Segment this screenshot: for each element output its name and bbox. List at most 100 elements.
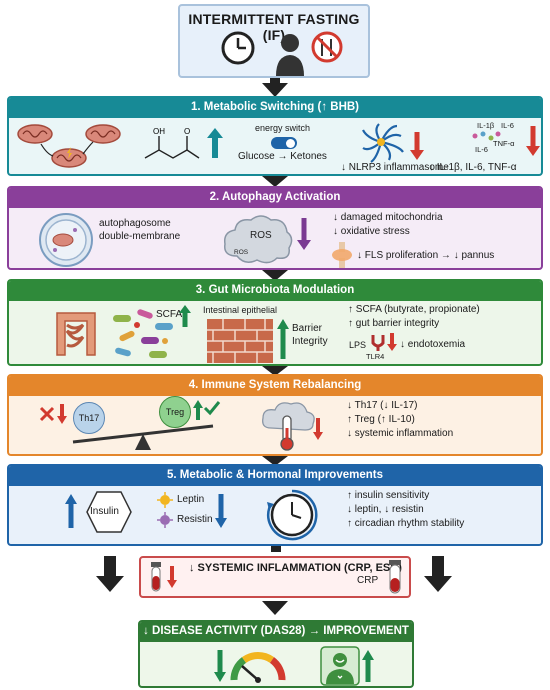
systemic-inflammation-box: ↓ SYSTEMIC INFLAMMATION (CRP, ESR) CRP xyxy=(139,556,411,598)
side-arrow-down-icon xyxy=(424,556,452,592)
down-arrow-icon xyxy=(215,494,227,528)
treg-cell: Treg xyxy=(159,396,191,428)
tlr4-label: TLR4 xyxy=(366,352,385,361)
down-arrow-icon xyxy=(313,418,323,440)
insulin-hexagon-icon xyxy=(86,491,132,533)
cytokine-dots-icon xyxy=(472,131,501,141)
oh-label: OH xyxy=(153,127,165,136)
down-arrow-icon xyxy=(214,650,226,682)
circadian-clock-icon xyxy=(267,489,318,541)
ros-label: ROS xyxy=(250,230,272,241)
up-arrow-icon xyxy=(193,400,203,420)
no-food-icon xyxy=(311,31,343,63)
up-arrow-icon xyxy=(65,494,77,528)
ros-cloud-icon: ROS ROS xyxy=(223,215,293,264)
cytokine-cluster: IL-1β IL-6 IL-6 TNF-α xyxy=(469,120,525,158)
th17-label: Th17 xyxy=(78,413,100,423)
flow-arrow-down-icon xyxy=(262,176,288,187)
blood-tube-icon xyxy=(151,562,161,592)
leptin-icon xyxy=(157,492,173,508)
section-immune-rebalancing: 4. Immune System Rebalancing Th17 Treg xyxy=(7,374,543,456)
flow-arrow-down-icon xyxy=(262,366,288,376)
intestinal-epithelial-label: Intestinal epithelial xyxy=(203,305,278,315)
cytokine-label: TNF-α xyxy=(493,139,515,148)
joint-icon xyxy=(332,242,352,268)
down-arrow-icon xyxy=(526,126,540,156)
section-title: 1. Metabolic Switching (↑ BHB) xyxy=(9,98,541,118)
healthy-person-icon xyxy=(320,646,360,686)
immune-point: ↓ Th17 (↓ IL-17) xyxy=(347,400,418,411)
immune-point: ↑ Treg (↑ IL-10) xyxy=(347,414,415,425)
up-arrow-icon xyxy=(277,319,289,359)
down-arrow-icon xyxy=(410,132,424,160)
energy-switch-label: energy switch xyxy=(255,123,311,133)
immune-point: ↓ systemic inflammation xyxy=(347,428,454,439)
insulin-label: Insulin xyxy=(90,506,119,517)
section-title: 4. Immune System Rebalancing xyxy=(9,376,541,396)
down-arrow-icon xyxy=(57,404,67,424)
section-title: 5. Metabolic & Hormonal Improvements xyxy=(9,466,541,486)
flow-arrow-down-icon xyxy=(262,601,288,615)
up-arrow-icon xyxy=(207,128,223,158)
lps-label: LPS xyxy=(349,340,367,350)
section-gut-microbiota: 3. Gut Microbiota Modulation SCFA Intest… xyxy=(7,279,543,366)
balance-scale-icon xyxy=(72,424,214,450)
gut-point: ↑ gut barrier integrity xyxy=(348,318,440,329)
section-metabolic-hormonal: 5. Metabolic & Hormonal Improvements Ins… xyxy=(7,464,543,546)
down-arrow-icon xyxy=(167,566,177,588)
nlrp3-inflammasome-icon xyxy=(362,123,404,163)
tlr4-receptor-icon xyxy=(371,335,385,351)
hormonal-point: ↓ leptin, ↓ resistin xyxy=(347,504,424,515)
autophagy-point: ↓ FLS proliferation → ↓ pannus xyxy=(357,250,495,261)
up-arrow-icon xyxy=(179,305,191,327)
cytokine-label: IL-6 xyxy=(475,145,488,154)
gut-point: ↑ SCFA (butyrate, propionate) xyxy=(348,304,480,315)
integrity-label: Integrity xyxy=(292,336,328,347)
intermittent-fasting-box: INTERMITTENT FASTING (IF) xyxy=(178,4,370,78)
cytokine-label: IL-6 xyxy=(501,121,514,130)
disease-activity-box: ↓ DISEASE ACTIVITY (DAS28) → IMPROVEMENT xyxy=(138,620,414,688)
autophagy-point: ↓ damaged mitochondria xyxy=(333,212,443,223)
flow-arrow-down-icon xyxy=(262,456,288,466)
flow-arrow-down-icon xyxy=(262,83,288,97)
ros-small-label: ROS xyxy=(234,249,249,256)
crp-label: CRP xyxy=(357,575,379,586)
section-autophagy: 2. Autophagy Activation autophagosome do… xyxy=(7,186,543,270)
up-arrow-icon xyxy=(362,650,374,682)
endotoxemia-label: ↓ endotoxemia xyxy=(400,339,466,350)
glucose-ketones-label: Glucose → Ketones xyxy=(238,151,327,162)
hormonal-point: ↑ circadian rhythm stability xyxy=(347,518,465,529)
page-title: INTERMITTENT FASTING (IF) xyxy=(188,11,360,43)
th17-cell: Th17 xyxy=(73,402,105,434)
down-arrow-icon xyxy=(387,333,397,351)
section-metabolic-switching: 1. Metabolic Switching (↑ BHB) OH O ener… xyxy=(7,96,543,176)
intestine-icon xyxy=(56,312,96,356)
treg-label: Treg xyxy=(165,407,185,417)
check-mark-icon xyxy=(203,401,221,416)
x-mark-icon xyxy=(39,406,55,422)
o-label: O xyxy=(184,127,190,136)
flow-arrow-stem xyxy=(271,546,281,552)
systemic-inflammation-title: ↓ SYSTEMIC INFLAMMATION (CRP, ESR) xyxy=(189,562,402,574)
energy-switch-toggle xyxy=(271,137,297,149)
brick-wall-icon xyxy=(207,319,273,363)
hormonal-point: ↑ insulin sensitivity xyxy=(347,490,430,501)
resistin-icon xyxy=(157,512,173,528)
resistin-label: Resistin xyxy=(177,514,213,525)
side-arrow-down-icon xyxy=(96,556,124,592)
section-title: 3. Gut Microbiota Modulation xyxy=(9,281,541,301)
flow-arrow-down-icon xyxy=(262,270,288,281)
crp-tube-icon xyxy=(389,560,401,594)
autophagy-point: ↓ oxidative stress xyxy=(333,226,410,237)
scfa-label: SCFA xyxy=(156,309,183,320)
disease-activity-title: ↓ DISEASE ACTIVITY (DAS28) → IMPROVEMENT xyxy=(140,622,412,642)
bhb-molecule-icon: OH O xyxy=(144,127,200,159)
autophagosome-label: autophagosome xyxy=(99,218,171,229)
cytokines-label: ↓ IL-1β, IL-6, TNF-α xyxy=(429,162,517,173)
flow-arrow-stem xyxy=(270,78,280,84)
mitochondria-cycle-icon xyxy=(17,124,121,168)
bacteria-icon xyxy=(113,309,173,358)
section-title: 2. Autophagy Activation xyxy=(9,188,541,208)
gauge-icon xyxy=(230,652,286,683)
down-arrow-icon xyxy=(297,218,311,250)
